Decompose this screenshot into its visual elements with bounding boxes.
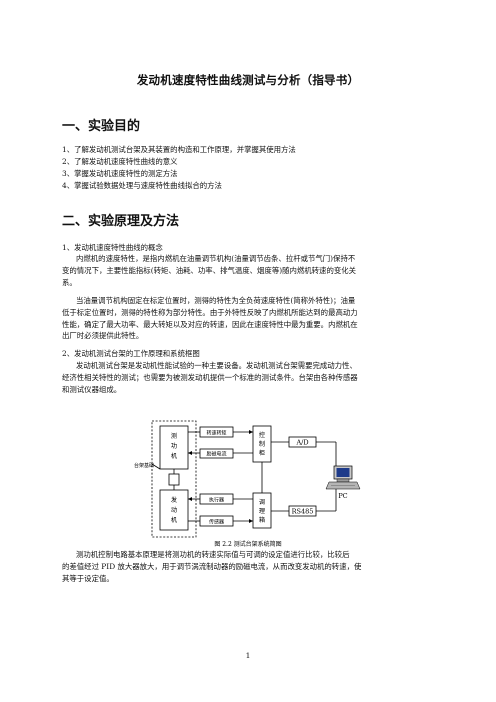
subheading-speed-characteristic: 1、发动机速度特性曲线的概念 <box>62 243 163 252</box>
coupling-box <box>168 473 180 486</box>
paragraph-line: 经济性相关特性的测试；也需要为被测发动机提供一个标准的测试条件。台架由各种传感器 <box>62 372 358 382</box>
paragraph-line: 变的情况下，主要性能指标(转矩、油耗、功率、排气温度、烟度等)随内燃机转速的变化… <box>62 265 357 275</box>
dynamometer-label: 测 <box>171 432 177 440</box>
regulator-label: 理 <box>259 508 265 515</box>
engine-label: 发 <box>171 496 177 504</box>
paragraph-line: 低于标定位置时，测得的特性称为部分特性。由于外特性反映了内燃机所能达到的最高动力 <box>62 307 358 317</box>
paragraph-speed-definition: 内燃机的速度特性，是指内燃机在油量调节机构(油量调节齿条、拉杆或节气门)保持不 … <box>62 253 436 288</box>
controller-label: 控 <box>259 431 265 439</box>
section-heading-principles: 二、实验原理及方法 <box>62 214 180 229</box>
paragraph-line: 其等于设定值。 <box>62 573 114 583</box>
paragraph-line: 内燃机的速度特性，是指内燃机在油量调节机构(油量调节齿条、拉杆或节气门)保持不 <box>76 254 356 263</box>
paragraph-line: 和测试仪器组成。 <box>62 384 122 394</box>
pc-icon <box>325 465 361 490</box>
page-title: 发动机速度特性曲线测试与分析（指导书） <box>136 73 360 87</box>
page-number: 1 <box>245 651 251 660</box>
paragraph-line: 系。 <box>62 277 77 287</box>
rs485-label: RS485 <box>292 508 314 516</box>
section-heading-objectives: 一、实验目的 <box>62 119 141 134</box>
regulator-label: 箱 <box>259 516 265 524</box>
excitation-current-label: 励磁电流 <box>206 451 226 458</box>
paragraph-line: 出厂时必须提供此特性。 <box>62 331 144 341</box>
objective-item: 4、掌握试验数据处理与速度特性曲线拟合的方法 <box>62 181 222 190</box>
ad-label: A/D <box>295 439 308 447</box>
engine-label: 动 <box>171 507 177 514</box>
paragraph-line: 测功机控制电路基本原理是将测功机的转速实际值与可调的设定值进行比较，比较后 <box>76 550 350 559</box>
bench-frame <box>151 420 197 538</box>
paragraph-line: 的差值经过 PID 放大器放大，用于调节涡流制动器的励磁电流，从而改变发动机的转… <box>62 561 362 571</box>
objective-item: 2、了解发动机速度特性曲线的意义 <box>62 157 178 166</box>
controller-label: 制 <box>259 440 265 448</box>
subheading-test-bench: 2、发动机测试台架的工作原理和系统框图 <box>62 349 200 358</box>
pc-label: PC <box>338 492 347 500</box>
sensor-label: 传感器 <box>209 519 224 526</box>
objective-item: 3、掌握发动机速度特性的测定方法 <box>62 169 178 178</box>
figure-caption: 图 2.2 测试台架系统简图 <box>214 540 281 548</box>
engine-label: 机 <box>171 516 178 524</box>
controller-label: 柜 <box>259 449 265 457</box>
engine-box <box>159 489 189 531</box>
actuator-label: 执行器 <box>209 497 224 504</box>
paragraph-test-bench: 发动机测试台架是发动机性能试验的一种主要设备。发动机测试台架需要完成动力性、 经… <box>62 360 436 395</box>
bench-base-label: 台架基础 <box>134 462 154 469</box>
objective-item: 1、了解发动机测试台架及其装置的构造和工作原理，并掌握其使用方法 <box>62 145 296 154</box>
regulator-label: 调 <box>259 498 265 506</box>
speed-torque-label: 转速转矩 <box>206 430 226 437</box>
paragraph-line: 当油量调节机构固定在标定位置时，测得的特性为全负荷速度特性(简称外特性)；油量 <box>76 296 356 305</box>
paragraph-line: 发动机测试台架是发动机性能试验的一种主要设备。发动机测试台架需要完成动力性、 <box>76 361 357 370</box>
paragraph-line: 性能，确定了最大功率、最大转矩以及对应的转速，因此在速度特性中最为重要。内燃机在 <box>62 319 358 329</box>
paragraph-control-principle: 测功机控制电路基本原理是将测功机的转速实际值与可调的设定值进行比较，比较后 的差… <box>62 549 436 584</box>
paragraph-full-load: 当油量调节机构固定在标定位置时，测得的特性为全负荷速度特性(简称外特性)；油量 … <box>62 295 436 342</box>
dynamometer-label: 功 <box>171 442 177 450</box>
excitation-box <box>199 448 234 459</box>
dynamometer-label: 机 <box>171 452 178 460</box>
